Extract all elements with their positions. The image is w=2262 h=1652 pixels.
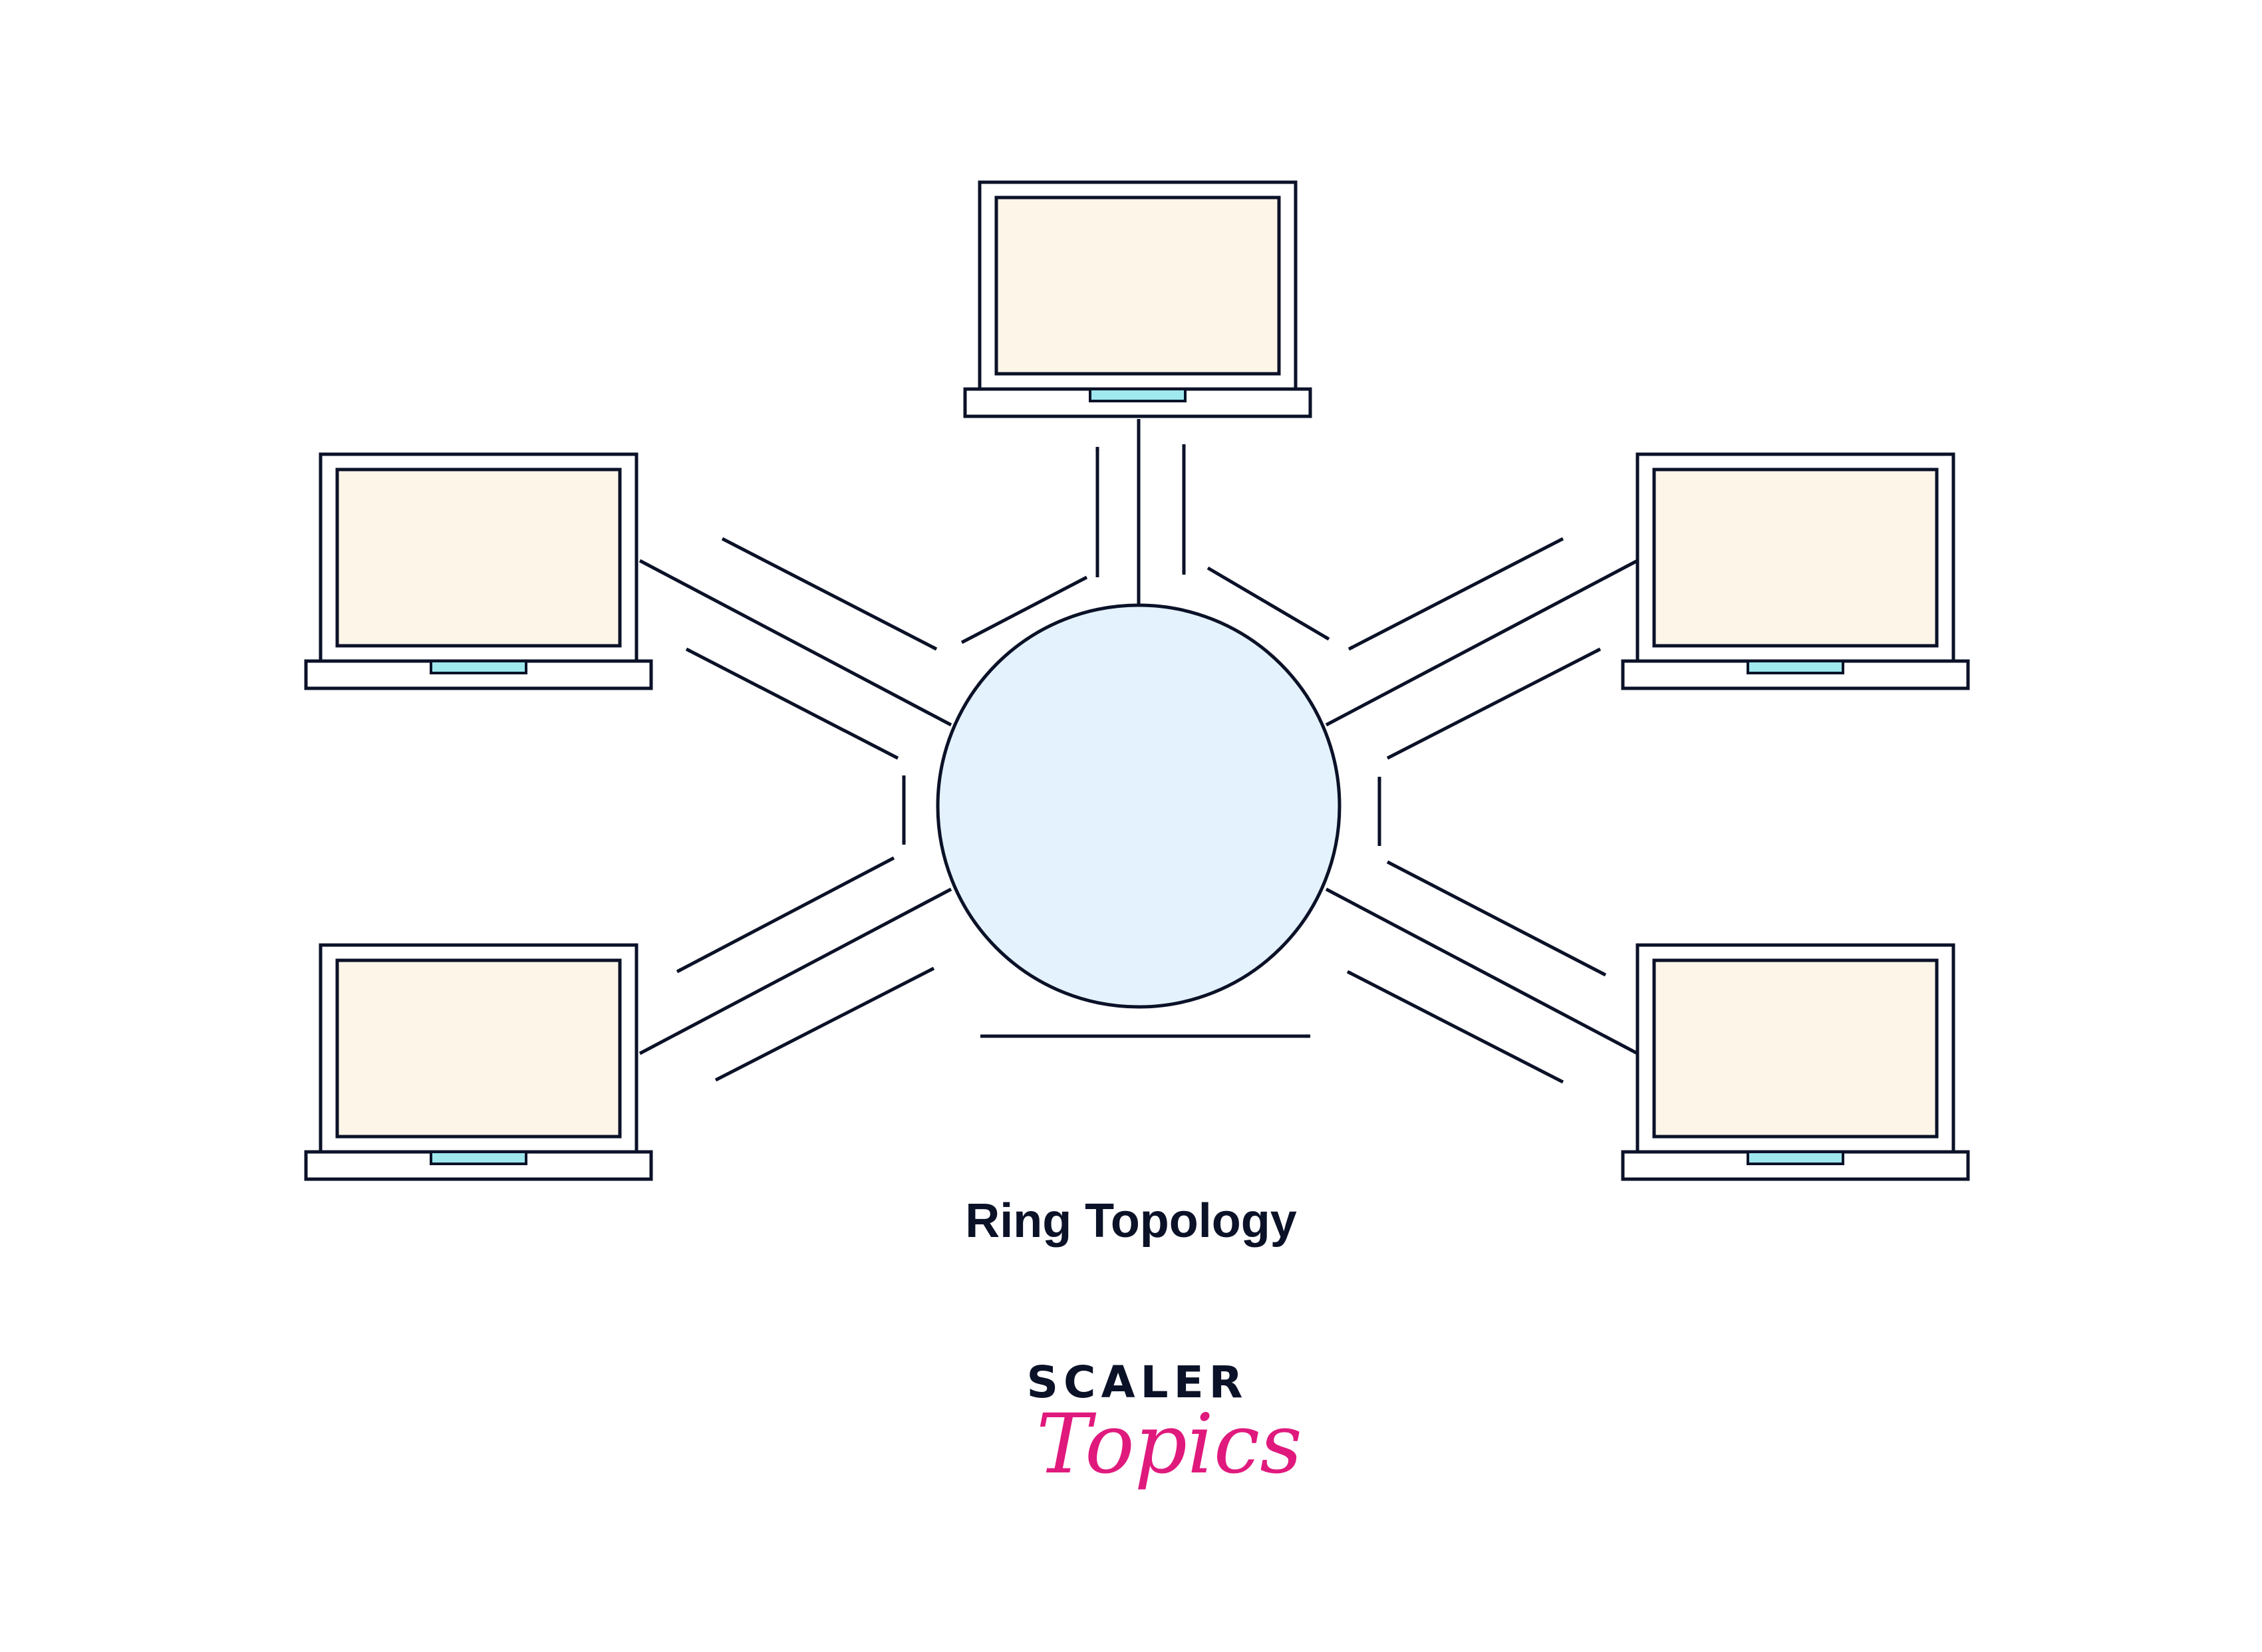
cable-top-left [638, 559, 952, 727]
laptop-bottom-right [1621, 943, 1970, 1181]
laptop-trackpad [1747, 1151, 1844, 1165]
arrow-flow-icon [714, 966, 935, 1082]
arrow-flow-icon [721, 537, 938, 651]
cable-top-right [1325, 559, 1639, 727]
laptop-trackpad [1747, 660, 1844, 674]
arrow-flow-icon [1346, 970, 1564, 1084]
arrow-flow-icon [1386, 647, 1602, 760]
laptop-bottom-left [304, 943, 653, 1181]
laptop-screen [1652, 958, 1939, 1139]
cable-bottom-left [638, 887, 952, 1055]
cable-bottom-right [1325, 887, 1639, 1055]
arrow-flow-icon [676, 856, 895, 974]
laptop-trackpad [430, 660, 527, 674]
cables [638, 419, 1639, 1055]
laptop-base [304, 659, 653, 690]
flow-arrows [676, 444, 1607, 1084]
laptop-trackpad [1089, 388, 1187, 402]
laptop-screen [994, 196, 1281, 376]
scaler-topics-logo: SCALER Topics [1024, 1357, 1302, 1543]
laptop-top-right [1621, 452, 1970, 690]
ring-hub [936, 603, 1342, 1009]
laptop-screen [335, 468, 622, 648]
laptops [304, 180, 1970, 1181]
laptop-top [963, 180, 1312, 418]
logo-wordmark-scaler: SCALER [1026, 1357, 1248, 1408]
laptop-top-left [304, 452, 653, 690]
laptop-screen [335, 958, 622, 1139]
logo-wordmark-topics: Topics [1036, 1397, 1302, 1492]
arrow-flow-icon [1386, 860, 1607, 977]
laptop-trackpad [430, 1151, 527, 1165]
arrow-flow-icon [1347, 537, 1564, 651]
arrow-flow-icon [685, 647, 899, 760]
arrow-flow-icon [960, 575, 1088, 644]
diagram-caption: Ring Topology [965, 1194, 1297, 1248]
laptop-screen [1652, 468, 1939, 648]
arrow-flow-icon [1206, 566, 1330, 641]
